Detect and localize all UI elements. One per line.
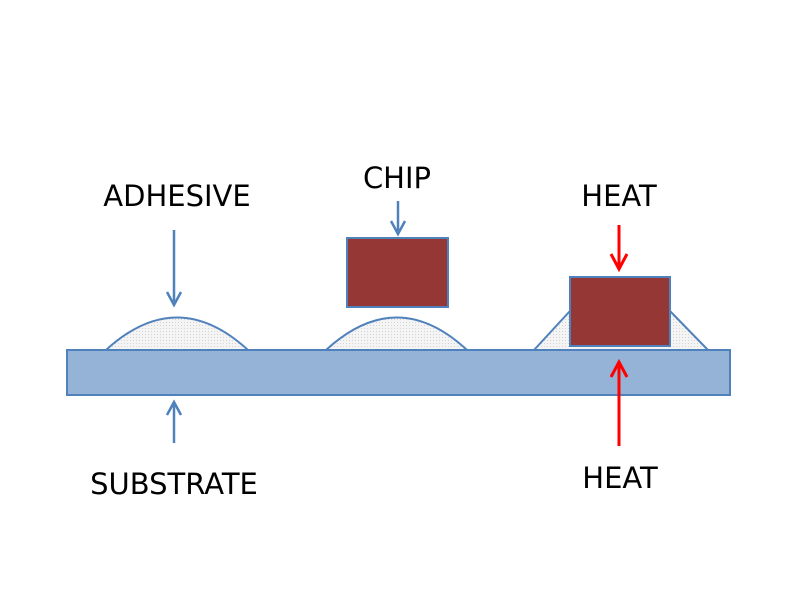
chip-bonded	[569, 276, 671, 347]
chip-arrow	[389, 201, 407, 237]
heat-bottom-label: HEAT	[582, 461, 658, 495]
heat-top-label: HEAT	[581, 179, 657, 213]
adhesive-drop-2	[323, 316, 470, 351]
chip-label: CHIP	[363, 161, 431, 195]
substrate-bar	[66, 349, 731, 396]
adhesive-drop-1	[103, 316, 251, 351]
substrate-arrow	[165, 399, 183, 443]
adhesive-label: ADHESIVE	[103, 179, 250, 213]
adhesive-arrow	[165, 230, 183, 308]
heat-arrow-bottom	[609, 358, 629, 446]
substrate-label: SUBSTRATE	[90, 467, 258, 501]
heat-arrow-top	[609, 225, 629, 273]
chip-floating	[346, 237, 449, 308]
